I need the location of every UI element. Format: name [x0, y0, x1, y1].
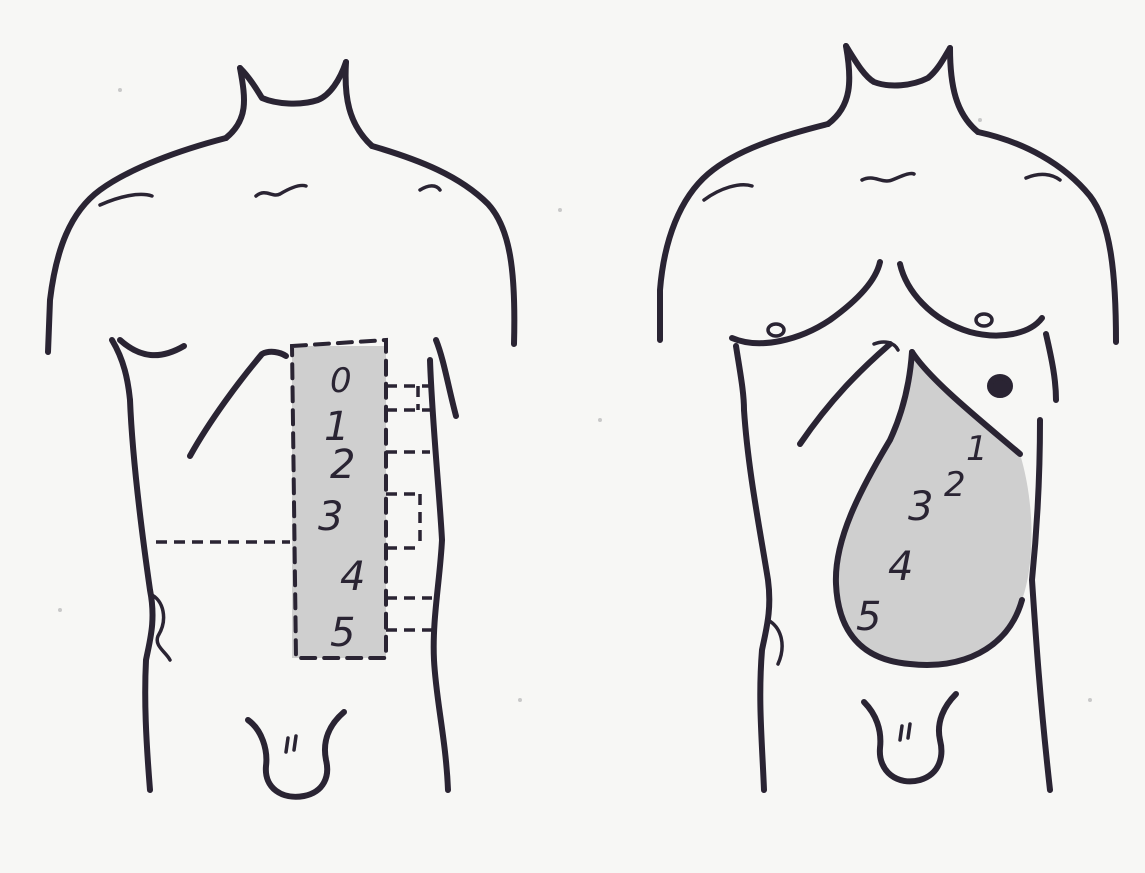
right-neck-left-line [828, 46, 849, 124]
left-torso-figure: 0 1 2 3 4 5 [48, 62, 514, 797]
left-neck-outline [240, 62, 346, 104]
left-sternal-notch [256, 185, 306, 196]
right-shoulder-right [978, 132, 1116, 342]
left-flap-label-5: 5 [330, 610, 355, 656]
left-incision-line [190, 352, 286, 456]
right-arm-inner-left [736, 346, 744, 410]
left-neck-right-line [346, 62, 372, 146]
left-genital-marks [286, 736, 296, 752]
left-shoulder-curve-left [100, 194, 152, 205]
right-flap-label-2: 2 [944, 465, 966, 505]
left-neck-left-line [226, 68, 244, 138]
right-flap-label-4: 4 [888, 544, 913, 590]
right-genital-outline [864, 694, 956, 781]
right-flank-left [744, 410, 769, 790]
right-sternal-notch [862, 173, 914, 181]
right-torso-figure: 1 2 3 4 5 [660, 46, 1116, 790]
left-flap-label-4: 4 [340, 554, 365, 600]
left-arm-inner-right [436, 340, 456, 416]
right-hip-bump-left [768, 620, 782, 664]
left-flap-label-0: 0 [330, 361, 352, 401]
right-nipple-left [768, 324, 784, 336]
right-pectoral-right [900, 264, 1042, 336]
right-flap-label-1: 1 [966, 429, 988, 469]
right-incision-line [800, 344, 890, 444]
right-flap-label-5: 5 [856, 594, 881, 640]
left-shoulder-right [372, 146, 514, 344]
right-nipple-right [976, 314, 992, 326]
right-arm-inner-right [1046, 334, 1056, 400]
right-shoulder-curve-left [704, 185, 752, 200]
right-flap-label-3: 3 [908, 484, 933, 530]
left-flap-grid [386, 386, 438, 630]
right-shoulder-curve-right [1026, 174, 1060, 180]
left-flap-label-2: 2 [330, 442, 355, 488]
left-genital-outline [248, 712, 344, 797]
right-flank-right [1032, 420, 1050, 790]
left-pectoral-curve [120, 340, 184, 355]
right-umbilicus [990, 377, 1010, 395]
right-neck-right-line [950, 48, 978, 132]
left-shoulder-curve-right [420, 186, 440, 190]
right-neck-outline [846, 46, 950, 85]
left-flap-label-3: 3 [318, 494, 343, 540]
left-flank-right [430, 360, 448, 790]
right-genital-marks [900, 724, 910, 740]
right-shoulder-left [660, 124, 828, 340]
right-pectoral-left [732, 262, 880, 343]
left-shoulder-left [48, 138, 226, 352]
